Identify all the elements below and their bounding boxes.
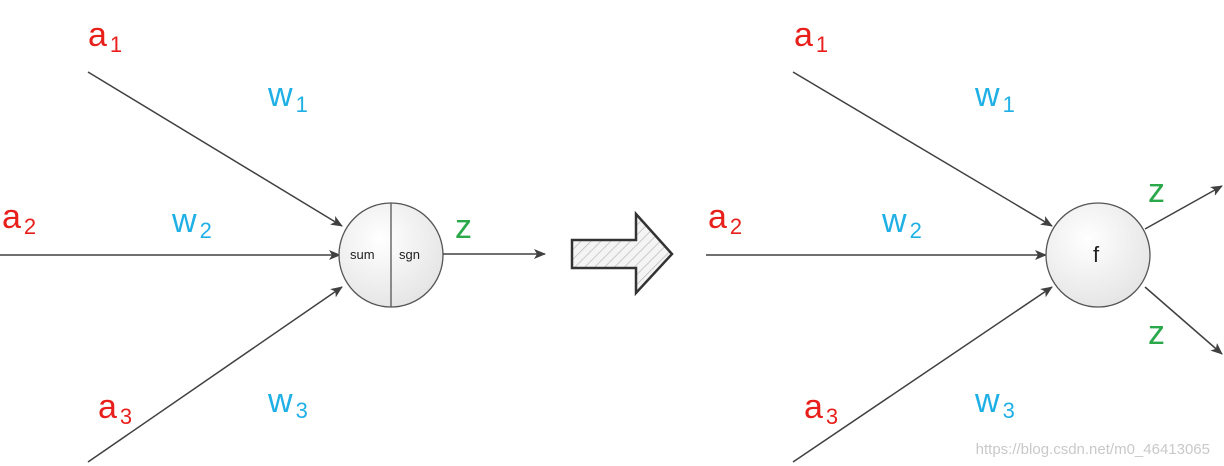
left-edge-a3 bbox=[87, 286, 343, 463]
right-output-edge-1 bbox=[1144, 185, 1223, 230]
left-neuron bbox=[0, 71, 546, 463]
right-node-f-label: f bbox=[1093, 242, 1100, 267]
watermark-text: https://blog.csdn.net/m0_46413065 bbox=[975, 441, 1210, 458]
right-neuron bbox=[706, 71, 1223, 463]
right-output-z-lower: z bbox=[1148, 314, 1165, 352]
right-output-z-upper: z bbox=[1148, 172, 1165, 210]
left-node-sum-label: sum bbox=[350, 247, 375, 262]
right-output-edge-2 bbox=[1144, 286, 1223, 355]
left-edge-a1 bbox=[87, 71, 343, 227]
right-node bbox=[1045, 202, 1151, 308]
right-edge-a1 bbox=[792, 71, 1053, 227]
transform-arrow bbox=[570, 210, 674, 297]
right-edge-a3 bbox=[792, 286, 1053, 463]
left-output-z: z bbox=[455, 208, 472, 246]
left-node-sgn-label: sgn bbox=[399, 247, 420, 262]
